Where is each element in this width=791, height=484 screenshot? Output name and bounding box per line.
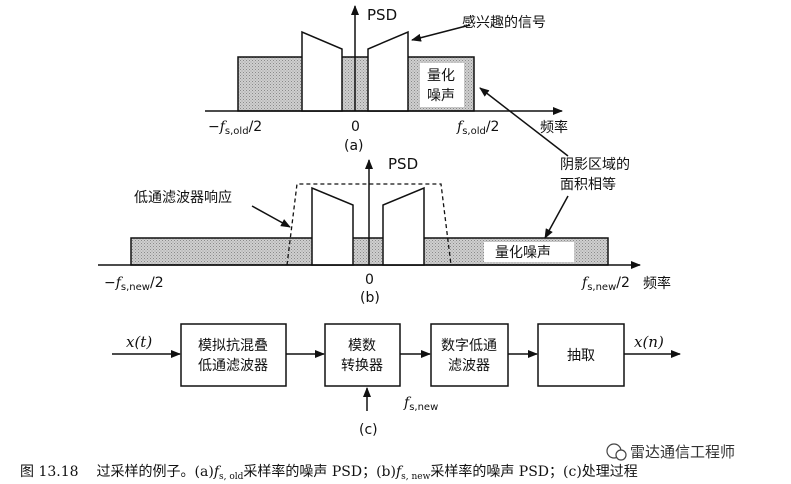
wechat-icon-small bbox=[615, 449, 627, 461]
panel-b-noise-label: 量化噪声 bbox=[495, 245, 551, 261]
panel-b-psd-label: PSD bbox=[388, 155, 418, 173]
panel-c-block1-line2: 低通滤波器 bbox=[198, 358, 268, 374]
panel-b: 量化噪声 PSD 低通滤波器响应 −fs,new/2 0 fs,new/2 频率… bbox=[98, 155, 671, 306]
panel-b-noise-label-box bbox=[484, 242, 574, 262]
panel-b-freq-label: 频率 bbox=[643, 275, 671, 292]
panel-a-signal-label: 感兴趣的信号 bbox=[462, 14, 546, 31]
panel-b-signal-right bbox=[382, 186, 425, 266]
panel-b-filter-label: 低通滤波器响应 bbox=[134, 189, 232, 206]
panel-c: x(t) 模拟抗混叠 低通滤波器 模数 转换器 fs,new 数字低通 滤波器 … bbox=[112, 323, 681, 438]
panel-b-filter-pointer bbox=[251, 205, 291, 228]
panel-a-freq-label: 频率 bbox=[540, 119, 568, 136]
panel-a-left-tick: −fs,old/2 bbox=[208, 119, 262, 137]
panel-a: PSD 感兴趣的信号 量化 噪声 −fs,old/2 0 fs,old/2 频率… bbox=[205, 5, 568, 154]
shaded-note-pointer-up bbox=[479, 87, 569, 157]
panel-a-signal-left bbox=[301, 30, 343, 112]
panel-c-block3-line2: 滤波器 bbox=[448, 358, 490, 374]
shaded-note-line2: 面积相等 bbox=[560, 176, 616, 193]
panel-b-right-tick: fs,new/2 bbox=[581, 275, 630, 293]
watermark: 雷达通信工程师 bbox=[606, 443, 735, 461]
panel-c-block3-line1: 数字低通 bbox=[441, 338, 497, 354]
panel-a-noise-label-1: 量化 bbox=[427, 68, 455, 84]
panel-c-output-label: x(n) bbox=[634, 333, 664, 351]
shaded-note-pointer-down bbox=[544, 195, 569, 239]
panel-b-signal-left bbox=[311, 186, 354, 266]
panel-b-caption-label: (b) bbox=[360, 290, 380, 306]
shaded-note-line1: 阴影区域的 bbox=[560, 157, 630, 173]
panel-a-zero-tick: 0 bbox=[351, 119, 360, 135]
panel-c-decimation-block bbox=[537, 323, 625, 387]
panel-a-caption-label: (a) bbox=[344, 138, 364, 154]
panel-c-block4: 抽取 bbox=[567, 348, 595, 364]
panel-c-block2-line1: 模数 bbox=[348, 338, 376, 354]
panel-a-signal-pointer bbox=[411, 24, 471, 42]
panel-c-adc-block bbox=[324, 323, 401, 387]
panel-b-left-tick: −fs,new/2 bbox=[104, 275, 164, 293]
panel-a-noise-label-2: 噪声 bbox=[427, 88, 455, 104]
panel-c-digital-lpf-block bbox=[430, 323, 509, 387]
panel-a-psd-label: PSD bbox=[367, 6, 397, 24]
panel-c-block1-line1: 模拟抗混叠 bbox=[198, 338, 268, 354]
panel-c-caption-label: (c) bbox=[359, 422, 378, 438]
panel-c-input-label: x(t) bbox=[126, 333, 152, 351]
panel-a-right-tick: fs,old/2 bbox=[456, 119, 499, 137]
panel-a-signal-right bbox=[367, 30, 409, 112]
panel-c-antialias-filter-block bbox=[180, 323, 287, 387]
panel-c-clock-label: fs,new bbox=[403, 395, 438, 413]
watermark-text: 雷达通信工程师 bbox=[630, 443, 735, 461]
panel-b-zero-tick: 0 bbox=[365, 272, 374, 288]
shaded-area-note: 阴影区域的 面积相等 bbox=[479, 87, 630, 239]
panel-c-block2-line2: 转换器 bbox=[341, 357, 383, 374]
panel-b-filter-response bbox=[286, 183, 452, 266]
panel-a-noise-label-box bbox=[420, 63, 464, 107]
